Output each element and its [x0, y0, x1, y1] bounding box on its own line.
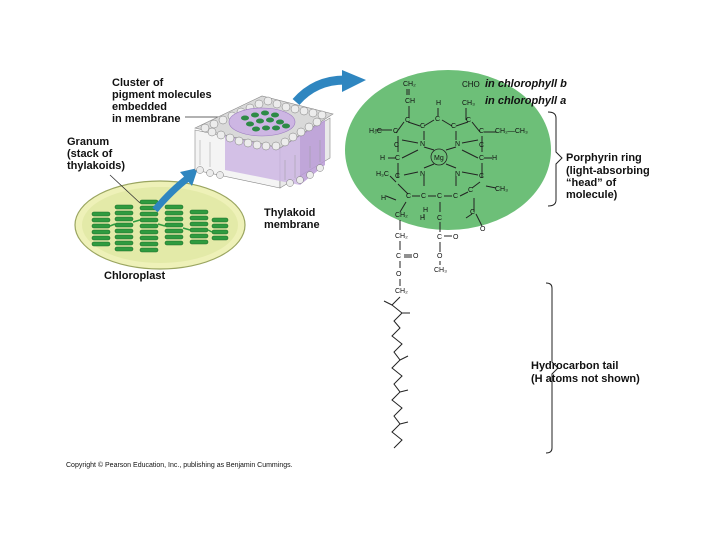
tail-bracket [545, 282, 559, 454]
svg-text:C: C [479, 173, 484, 180]
svg-text:H: H [381, 195, 386, 202]
svg-text:H: H [492, 155, 497, 162]
svg-text:CH₂: CH₂ [395, 288, 408, 295]
svg-text:C: C [479, 155, 484, 162]
svg-text:C: C [479, 128, 484, 135]
svg-text:C: C [435, 116, 440, 123]
hydrocarbon-tail [391, 296, 403, 449]
porphyrin-highlight [345, 70, 551, 230]
svg-text:CH₂—CH₃: CH₂—CH₃ [495, 128, 528, 135]
label-tail-desc: (H atoms not shown) [531, 373, 640, 385]
label-thylakoid-membrane: Thylakoid membrane [264, 207, 320, 231]
svg-text:C: C [451, 123, 456, 130]
svg-text:H₃C: H₃C [376, 171, 389, 178]
atom-mg: Mg [434, 155, 444, 162]
thylakoid-membrane-illustration [194, 95, 334, 189]
svg-text:O: O [480, 226, 486, 233]
svg-text:C: C [466, 117, 471, 124]
svg-text:C: C [394, 142, 399, 149]
label-cluster: Cluster of pigment molecules embedded in… [112, 77, 212, 125]
grana-stacks [91, 199, 229, 253]
svg-text:C: C [437, 234, 442, 241]
label-chloroplast: Chloroplast [104, 270, 166, 282]
svg-text:CH₂: CH₂ [395, 212, 408, 219]
chl-a-text: in chlorophyll a [485, 95, 567, 107]
atom-ch: CH [405, 98, 415, 105]
svg-text:O: O [453, 234, 459, 241]
blue-arrow-membrane-to-chlorophyll [292, 70, 366, 106]
svg-text:H: H [423, 207, 428, 214]
svg-text:C: C [405, 117, 410, 124]
svg-text:CH₂: CH₂ [395, 233, 408, 240]
brackets [545, 111, 563, 454]
svg-text:N: N [420, 141, 425, 148]
svg-text:C: C [437, 215, 442, 222]
svg-text:O: O [396, 271, 402, 278]
svg-text:C: C [421, 193, 426, 200]
porphyrin-bracket [547, 111, 563, 207]
svg-text:N: N [455, 141, 460, 148]
chloroplast-illustration [74, 116, 246, 270]
svg-text:C: C [396, 253, 401, 260]
label-tail-title: Hydrocarbon tail [531, 360, 619, 372]
atom-ch2-top: CH₂ [403, 81, 416, 88]
svg-text:H: H [420, 215, 425, 222]
svg-text:C: C [479, 142, 484, 149]
svg-text:H: H [380, 155, 385, 162]
label-granum: Granum (stack of thylakoids) [67, 136, 126, 172]
svg-text:C: C [395, 155, 400, 162]
svg-text:C: C [468, 187, 473, 194]
svg-text:CH₃: CH₃ [434, 267, 447, 274]
svg-text:CH₃: CH₃ [495, 186, 508, 193]
chl-b-group: CHO [462, 80, 480, 89]
blue-arrow-granum [152, 175, 191, 213]
svg-text:C: C [453, 193, 458, 200]
svg-text:N: N [455, 171, 460, 178]
svg-text:C: C [470, 209, 475, 216]
copyright: Copyright © Pearson Education, Inc., pub… [66, 462, 293, 469]
svg-text:C: C [406, 193, 411, 200]
label-porphyrin-desc: (light-absorbing “head” of molecule) [566, 165, 650, 201]
svg-text:N: N [420, 171, 425, 178]
svg-text:C: C [395, 173, 400, 180]
svg-text:H₃C: H₃C [369, 128, 382, 135]
label-porphyrin-title: Porphyrin ring [566, 152, 642, 164]
chl-b-text: in chlorophyll b [485, 78, 567, 90]
chlorophyll-molecule: CH₂ CH H CH₃ [345, 70, 551, 449]
atom-h-top: H [436, 100, 441, 107]
svg-text:C: C [437, 193, 442, 200]
svg-text:O: O [413, 253, 419, 260]
svg-text:C: C [393, 128, 398, 135]
svg-text:C: C [420, 123, 425, 130]
atom-ch3-top: CH₃ [462, 100, 475, 107]
svg-text:O: O [437, 253, 443, 260]
